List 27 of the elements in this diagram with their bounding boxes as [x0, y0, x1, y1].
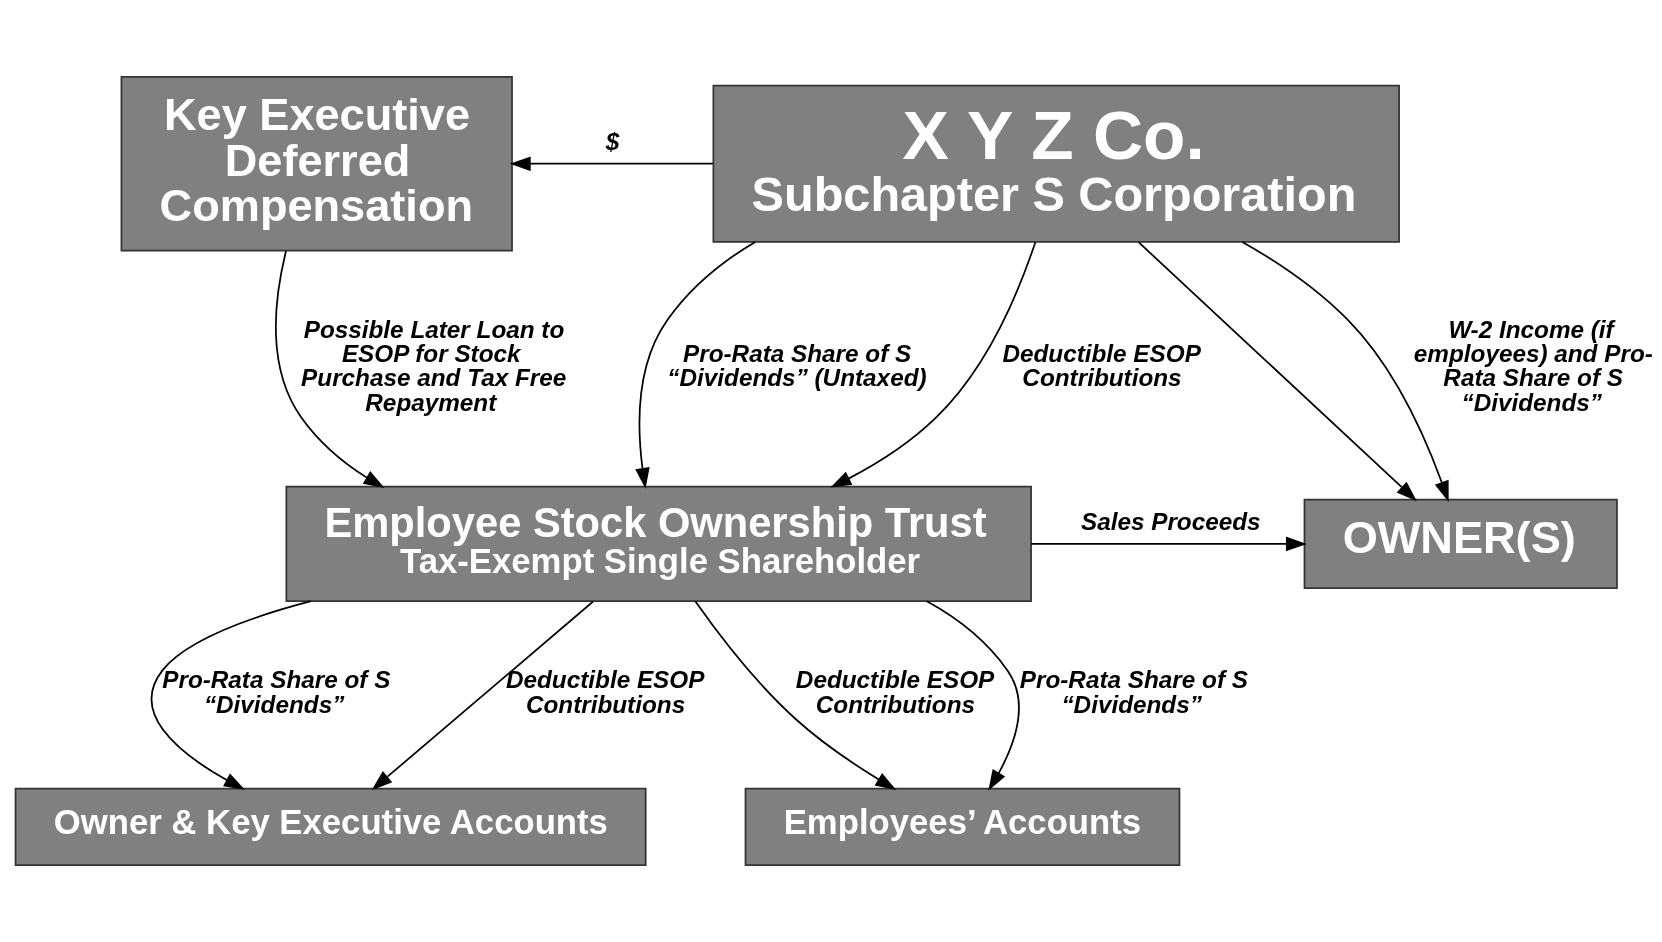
node-box: Key Executive Deferred Compensation	[120, 76, 513, 252]
arrow	[275, 250, 385, 488]
node-box: Employees’ Accounts	[744, 787, 1181, 866]
edge-label: Deductible ESOP Contributions	[505, 666, 705, 718]
arrow	[635, 241, 757, 489]
node-box: Owner & Key Executive Accounts	[14, 787, 647, 866]
edge-label: Pro-Rata Share of S “Dividends”	[162, 666, 391, 718]
node-box: OWNER(S)	[1303, 498, 1618, 590]
arrow	[150, 600, 312, 790]
arrow	[509, 156, 714, 172]
arrow	[371, 600, 594, 791]
edge-label: Deductible ESOP Contributions	[795, 666, 995, 718]
edge-label: Pro-Rata Share of S “Dividends”	[1019, 666, 1248, 718]
arrow	[1137, 241, 1417, 502]
arrow	[926, 600, 1020, 791]
edge-label: Pro-Rata Share of S “Dividends” (Untaxed)	[667, 339, 927, 392]
edge-label: Possible Later Loan to ESOP for Stock Purchase and Tax Free Repayment	[301, 315, 567, 416]
edge-label: W-2 Income (if employees) and Pro-Rata Share of S “Dividends”	[1413, 315, 1653, 416]
edge-label: Sales Proceeds	[1080, 508, 1261, 536]
arrow	[694, 600, 897, 790]
arrow	[830, 241, 1037, 488]
arrow	[1030, 536, 1307, 552]
node-box: Employee Stock Ownership Trust Tax-Exempt Single Shareholder	[285, 485, 1032, 603]
arrow	[1241, 241, 1449, 502]
node-box: X Y Z Co. Subchapter S Corporation	[712, 84, 1400, 243]
edge-label: Deductible ESOP Contributions	[1002, 339, 1201, 392]
edge-label: $	[605, 128, 620, 156]
